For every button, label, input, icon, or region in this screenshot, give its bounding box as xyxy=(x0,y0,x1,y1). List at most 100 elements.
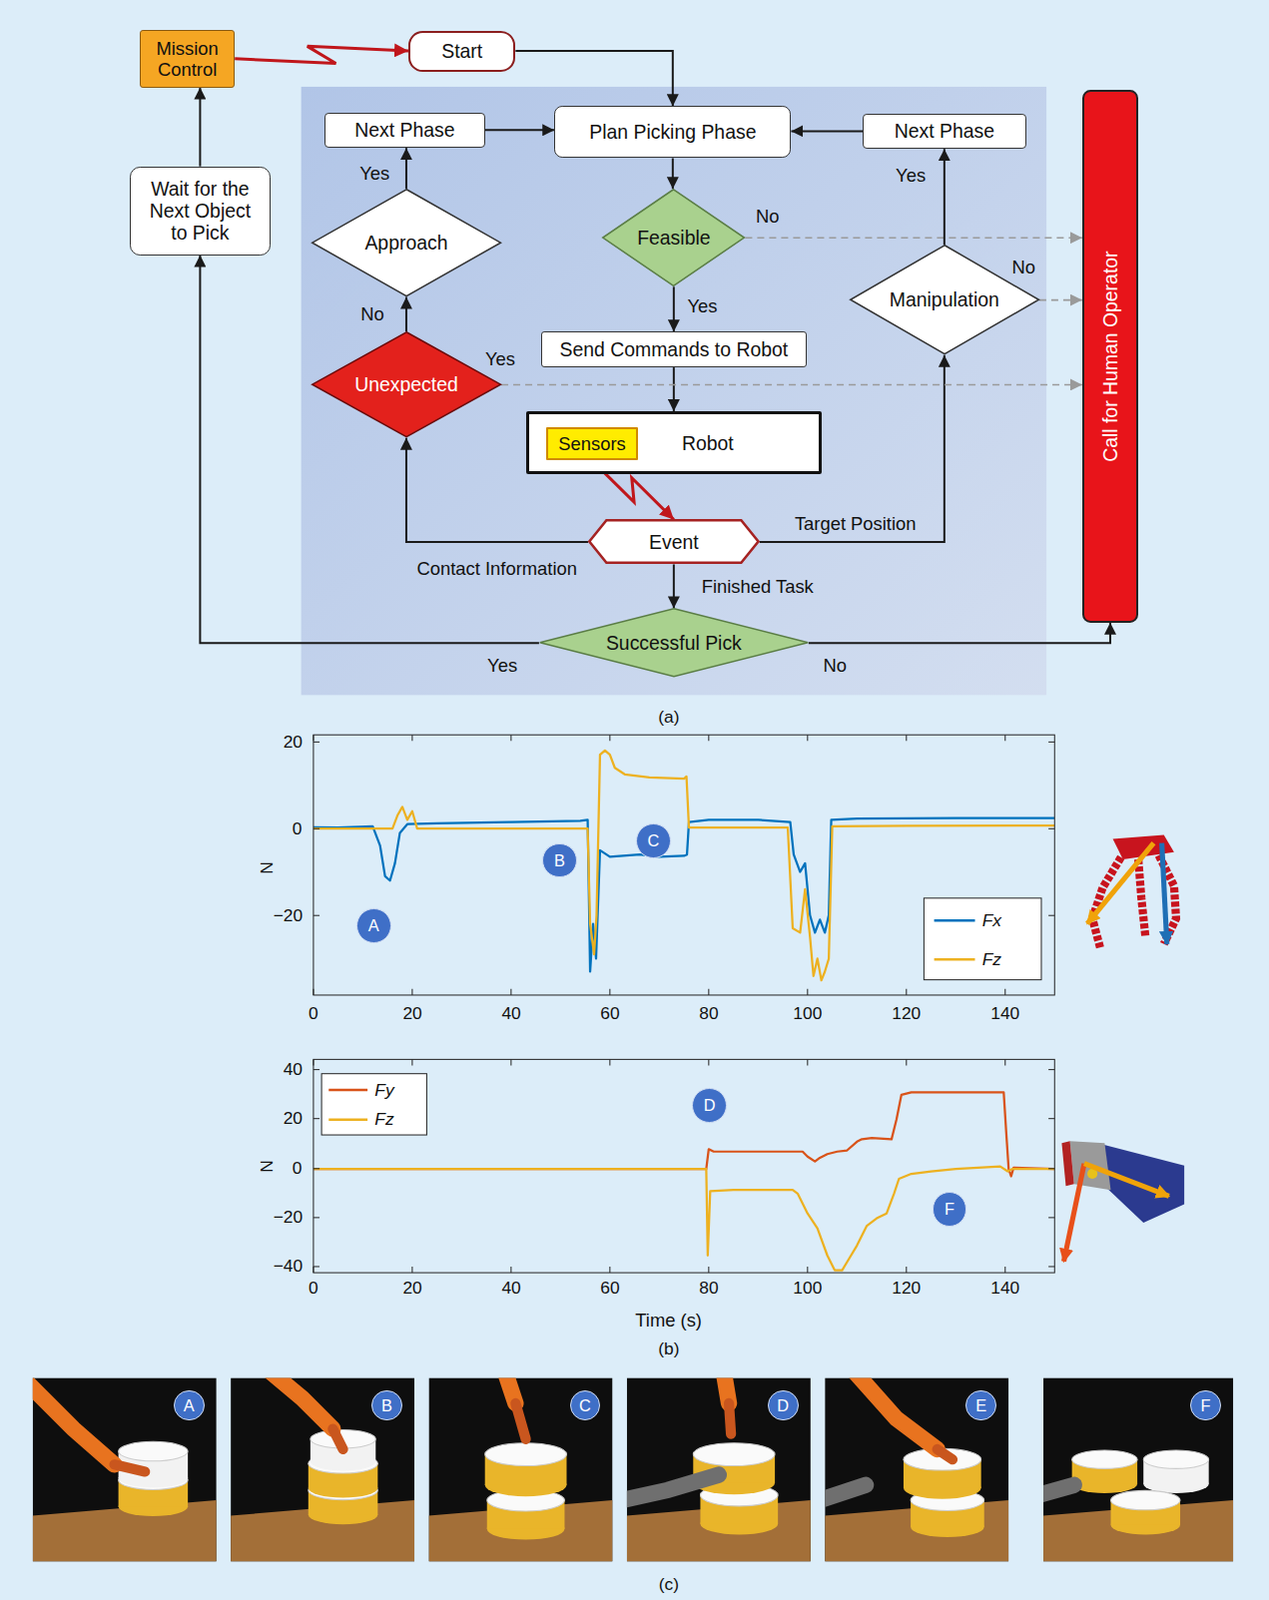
signal-bolt xyxy=(234,45,409,63)
node-label: Feasible xyxy=(636,226,710,249)
event-hexagon: Event xyxy=(588,519,760,565)
flow-arrow xyxy=(808,623,1111,643)
tick-mark xyxy=(313,1069,320,1071)
node-label: Wait for the Next Object to Pick xyxy=(139,177,262,245)
edge-label: Yes xyxy=(686,296,717,317)
callout-circle: B xyxy=(542,843,578,879)
node-label: Unexpected xyxy=(354,373,459,396)
callout-circle: C xyxy=(570,1390,602,1422)
experiment-photo xyxy=(428,1377,613,1562)
tick-mark xyxy=(313,741,320,743)
tick-mark xyxy=(707,989,709,996)
axis-text: 120 xyxy=(891,1278,921,1298)
node-label: Successful Pick xyxy=(606,632,742,654)
legend-text: Fz xyxy=(374,1110,394,1130)
tick-mark xyxy=(905,1267,907,1273)
experiment-photo xyxy=(824,1377,1009,1562)
callout-letter: A xyxy=(368,916,380,936)
legend-line-sample xyxy=(328,1118,368,1122)
axis-text: 40 xyxy=(501,1004,521,1024)
axis-text: 0 xyxy=(292,819,303,839)
callout-letter: A xyxy=(183,1396,195,1416)
callout-letter: B xyxy=(381,1396,393,1416)
tick-mark xyxy=(905,734,907,741)
force-plot xyxy=(313,734,1055,996)
tick-mark xyxy=(707,1059,709,1066)
axis-text: 0 xyxy=(308,1278,319,1298)
node-label: Next Phase xyxy=(354,118,455,141)
dashed-connector xyxy=(1039,299,1083,302)
flow-arrow xyxy=(199,255,539,644)
diamond-outline xyxy=(603,189,745,287)
tick-mark xyxy=(1048,741,1055,743)
workflow-panel xyxy=(301,86,1047,695)
axis-text: 120 xyxy=(891,1004,921,1024)
process-box: Send Commands to Robot xyxy=(541,331,807,368)
flow-arrow xyxy=(515,50,672,106)
callout-letter: C xyxy=(579,1396,592,1416)
legend-text: Fy xyxy=(374,1081,394,1101)
axis-text: 40 xyxy=(283,1060,303,1080)
callout-circle: D xyxy=(767,1390,799,1422)
tick-mark xyxy=(510,989,512,996)
callout-circle: F xyxy=(1190,1390,1222,1422)
axis-text: −20 xyxy=(273,906,303,926)
callout-circle: F xyxy=(932,1192,968,1228)
experiment-photo xyxy=(230,1377,415,1562)
flow-arrow xyxy=(405,147,408,189)
hand-icon xyxy=(1087,834,1177,950)
tick-mark xyxy=(1048,1118,1055,1120)
node-label: Send Commands to Robot xyxy=(560,338,789,361)
tick-mark xyxy=(313,1168,320,1170)
experiment-photo xyxy=(32,1377,217,1562)
decision-diamond: Manipulation xyxy=(849,244,1040,355)
node-label: Sensors xyxy=(558,433,626,455)
tick-mark xyxy=(411,989,413,996)
axis-text: 100 xyxy=(792,1278,822,1298)
callout-letter: D xyxy=(703,1096,716,1116)
axis-text: 60 xyxy=(600,1278,620,1298)
tick-mark xyxy=(510,1267,512,1273)
axis-text: 80 xyxy=(698,1004,718,1024)
edge-label: No xyxy=(755,206,780,227)
axis-text: 20 xyxy=(402,1004,422,1024)
flow-arrow xyxy=(672,564,675,609)
callout-letter: C xyxy=(647,831,660,851)
tick-mark xyxy=(1004,989,1006,996)
node-label: Manipulation xyxy=(889,288,1000,311)
dashed-connector xyxy=(744,236,1082,239)
flow-arrow xyxy=(672,367,675,412)
tick-mark xyxy=(1048,1168,1055,1170)
flow-arrow xyxy=(485,128,556,131)
legend-line-sample xyxy=(934,919,976,923)
tick-mark xyxy=(806,1267,808,1273)
edge-label: Contact Information xyxy=(416,559,578,580)
edge-label: Yes xyxy=(895,165,926,186)
callout-circle: D xyxy=(691,1088,727,1124)
process-box: Wait for the Next Object to Pick xyxy=(129,166,271,256)
axis-text: −40 xyxy=(273,1257,303,1276)
callout-circle: A xyxy=(173,1390,205,1422)
tick-mark xyxy=(313,1217,320,1219)
tick-mark xyxy=(806,734,808,741)
callout-circle: A xyxy=(356,908,392,944)
axis-text: 20 xyxy=(283,1109,303,1129)
callout-circle: B xyxy=(371,1390,403,1422)
edge-label: Finished Task xyxy=(701,577,814,598)
tick-mark xyxy=(312,989,314,996)
callout-letter: F xyxy=(944,1200,955,1220)
tick-mark xyxy=(411,1059,413,1066)
edge-label: No xyxy=(360,304,385,325)
tick-mark xyxy=(1048,1069,1055,1071)
edge-label: Yes xyxy=(485,349,516,370)
callout-circle: C xyxy=(635,823,671,859)
legend-text: Fz xyxy=(982,950,1002,970)
tick-mark xyxy=(609,734,611,741)
force-curve xyxy=(313,1167,1055,1271)
tick-mark xyxy=(1004,1059,1006,1066)
axis-unit: N xyxy=(257,1161,277,1175)
callout-circle: E xyxy=(965,1390,997,1422)
process-box: Next Phase xyxy=(324,112,486,149)
force-curve xyxy=(313,818,1055,973)
tick-mark xyxy=(313,915,320,917)
